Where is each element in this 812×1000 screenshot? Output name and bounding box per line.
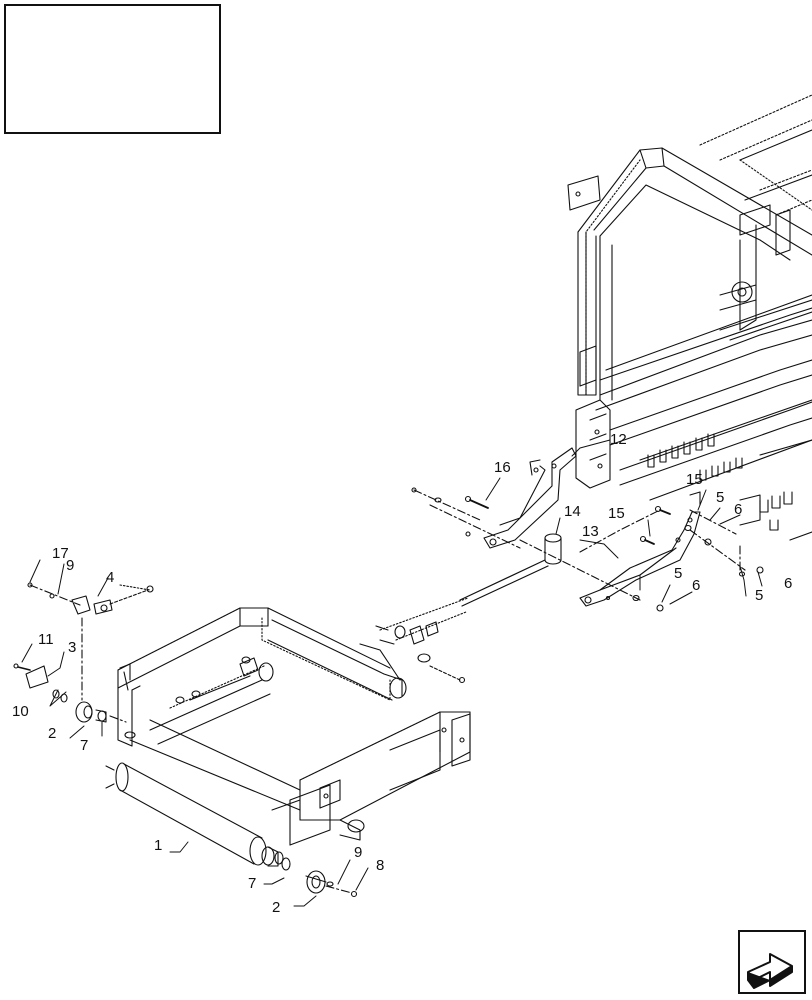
callout-4: 4: [106, 569, 115, 586]
callout-12: 12: [610, 431, 627, 448]
callout-14: 14: [564, 503, 581, 520]
title-frame-box: [4, 4, 221, 134]
callout-9: 9: [354, 844, 363, 861]
callout-6: 6: [734, 501, 743, 518]
callout-6: 6: [692, 577, 701, 594]
callout-5: 5: [716, 489, 725, 506]
callout-15: 15: [686, 471, 703, 488]
callout-9: 9: [66, 557, 75, 574]
callout-3: 3: [68, 639, 77, 656]
shaft-assembly: [119, 559, 549, 684]
arrow-icon: [747, 953, 793, 989]
callout-15: 15: [608, 505, 625, 522]
leader-lines: [21, 439, 763, 907]
callout-2: 2: [272, 899, 281, 916]
callout-16: 16: [494, 459, 511, 476]
callout-7: 7: [248, 875, 257, 892]
next-page-button[interactable]: [738, 930, 806, 994]
roller-frame: [117, 607, 471, 846]
roller: [105, 762, 284, 867]
callout-7: 7: [80, 737, 89, 754]
callout-10: 10: [12, 703, 29, 720]
callout-11: 11: [38, 631, 54, 648]
callout-8: 8: [376, 857, 385, 874]
right-bearing-hardware: [281, 857, 358, 898]
callout-2: 2: [48, 725, 57, 742]
callout-13: 13: [582, 523, 599, 540]
left-bearing-hardware: [13, 582, 154, 723]
machine-frame: [567, 94, 812, 541]
callout-5: 5: [755, 587, 764, 604]
callout-1: 1: [154, 837, 163, 854]
callout-6: 6: [784, 575, 793, 592]
callout-17: 17: [52, 545, 69, 562]
callout-5: 5: [674, 565, 683, 582]
